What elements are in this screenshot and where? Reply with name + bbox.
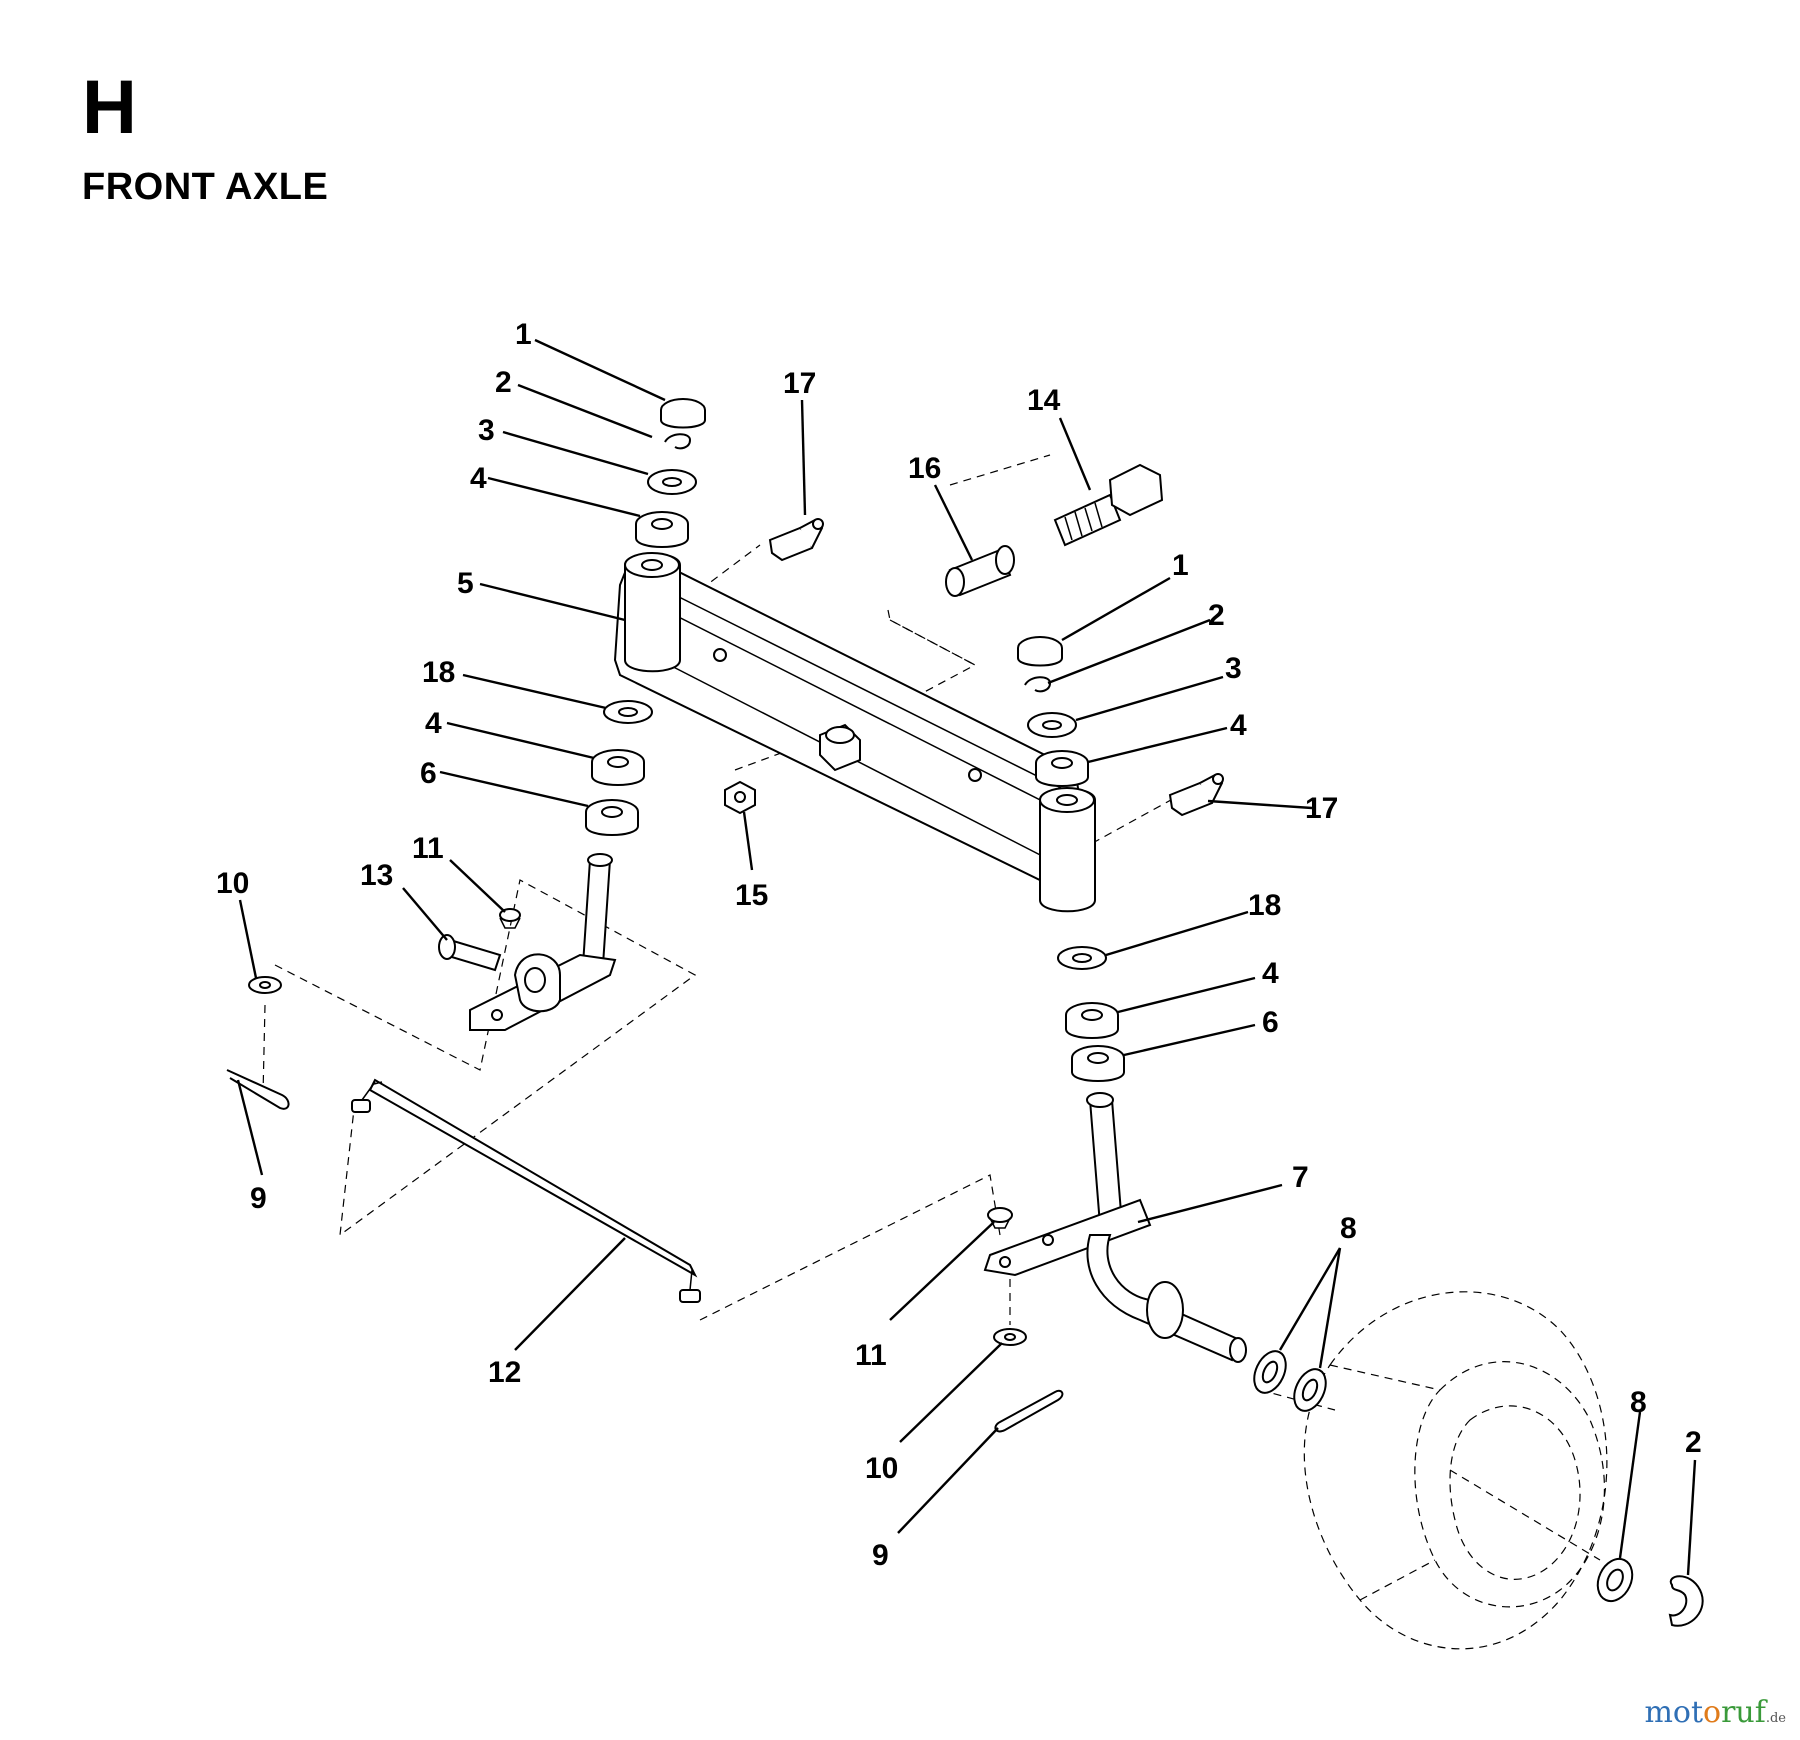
left-pin-hardware xyxy=(226,976,290,1110)
callout-1: 1 xyxy=(515,318,532,351)
callout-11: 11 xyxy=(855,1339,887,1372)
axle-beam xyxy=(613,552,1096,913)
callout-5: 5 xyxy=(457,567,474,600)
callout-3: 3 xyxy=(478,414,495,447)
callout-13: 13 xyxy=(360,859,393,892)
callout-labels: 1 2 3 4 5 18 4 6 17 16 14 1 2 3 4 17 15 … xyxy=(216,318,1702,1572)
right-upper-hardware xyxy=(1017,636,1089,787)
pivot-nut xyxy=(724,780,756,815)
tie-rod xyxy=(351,1078,701,1303)
right-lower-hardware xyxy=(1057,946,1125,1082)
left-lower-hardware xyxy=(585,700,653,836)
grease-fitting-left xyxy=(768,518,824,562)
callout-2: 2 xyxy=(495,366,512,399)
callout-6: 6 xyxy=(420,757,437,790)
right-pin-hardware xyxy=(993,1328,1064,1433)
callout-9: 9 xyxy=(872,1539,889,1572)
grease-fitting-right xyxy=(1168,773,1224,817)
callout-4: 4 xyxy=(470,462,487,495)
assembly-dashed-lines xyxy=(262,454,1608,1650)
section-letter: H xyxy=(82,65,137,150)
callout-1: 1 xyxy=(1172,549,1189,582)
callout-4: 4 xyxy=(1262,957,1279,990)
right-spindle xyxy=(983,1092,1247,1363)
left-upper-hardware xyxy=(635,398,706,548)
leader-lines xyxy=(236,338,1697,1576)
spacer xyxy=(945,545,1015,597)
callout-12: 12 xyxy=(488,1356,521,1389)
callout-2: 2 xyxy=(1685,1426,1702,1459)
callout-15: 15 xyxy=(735,879,768,912)
callout-8: 8 xyxy=(1630,1386,1647,1419)
callout-18: 18 xyxy=(1248,889,1281,922)
pivot-bolt xyxy=(1053,463,1164,547)
callout-10: 10 xyxy=(216,867,249,900)
watermark-logo: motoruf.de xyxy=(1644,1695,1786,1730)
callout-11: 11 xyxy=(412,832,444,865)
callout-6: 6 xyxy=(1262,1006,1279,1039)
callout-4: 4 xyxy=(425,707,442,740)
callout-7: 7 xyxy=(1292,1161,1309,1194)
callout-4: 4 xyxy=(1230,709,1247,742)
callout-18: 18 xyxy=(422,656,455,689)
section-title: FRONT AXLE xyxy=(82,166,329,208)
wheel-washers xyxy=(1253,1350,1704,1627)
callout-14: 14 xyxy=(1027,384,1061,417)
left-spindle xyxy=(438,853,617,1031)
callout-9: 9 xyxy=(250,1182,267,1215)
callout-16: 16 xyxy=(908,452,941,485)
callout-17: 17 xyxy=(783,367,816,400)
callout-3: 3 xyxy=(1225,652,1242,685)
callout-2: 2 xyxy=(1208,599,1225,632)
callout-17: 17 xyxy=(1305,792,1338,825)
callout-10: 10 xyxy=(865,1452,898,1485)
callout-8: 8 xyxy=(1340,1212,1357,1245)
